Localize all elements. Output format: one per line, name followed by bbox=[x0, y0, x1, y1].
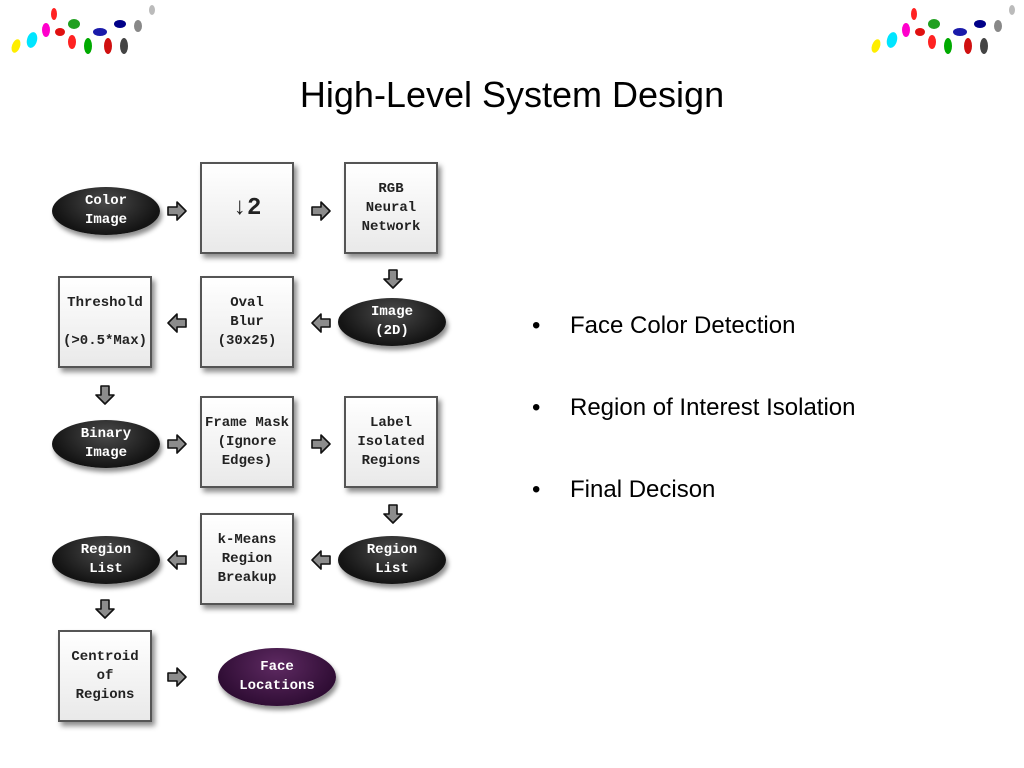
node-kmeans-region-breakup: k-Means Region Breakup bbox=[200, 513, 294, 605]
arrow-left-icon bbox=[167, 550, 187, 570]
node-region-list-left: Region List bbox=[52, 536, 160, 584]
arrow-left-icon bbox=[167, 313, 187, 333]
arrow-left-icon bbox=[311, 313, 331, 333]
node-face-locations: Face Locations bbox=[218, 648, 336, 706]
footprints-logo-right bbox=[871, 5, 1015, 54]
arrow-down-icon bbox=[95, 385, 115, 405]
node-downsample: ↓2 bbox=[200, 162, 294, 254]
node-color-image: Color Image bbox=[52, 187, 160, 235]
arrow-right-icon bbox=[311, 434, 331, 454]
arrow-right-icon bbox=[167, 201, 187, 221]
node-binary-image: Binary Image bbox=[52, 420, 160, 468]
node-region-list-right: Region List bbox=[338, 536, 446, 584]
slide-title: High-Level System Design bbox=[299, 74, 725, 115]
bullet-list: Face Color Detection Region of Interest … bbox=[532, 312, 856, 558]
arrow-right-icon bbox=[167, 667, 187, 687]
node-oval-blur: Oval Blur (30x25) bbox=[200, 276, 294, 368]
arrow-down-icon bbox=[95, 599, 115, 619]
arrow-right-icon bbox=[311, 201, 331, 221]
arrow-right-icon bbox=[167, 434, 187, 454]
footprints-logo-left bbox=[11, 5, 155, 54]
arrow-down-icon bbox=[383, 504, 403, 524]
node-centroid-of-regions: Centroid of Regions bbox=[58, 630, 152, 722]
bullet-item: Final Decison bbox=[532, 476, 856, 558]
bullet-item: Region of Interest Isolation bbox=[532, 394, 856, 476]
bullet-item: Face Color Detection bbox=[532, 312, 856, 394]
node-label-isolated-regions: Label Isolated Regions bbox=[344, 396, 438, 488]
node-image-2d: Image (2D) bbox=[338, 298, 446, 346]
node-threshold: Threshold (>0.5*Max) bbox=[58, 276, 152, 368]
arrow-left-icon bbox=[311, 550, 331, 570]
arrow-down-icon bbox=[383, 269, 403, 289]
node-frame-mask: Frame Mask (Ignore Edges) bbox=[200, 396, 294, 488]
node-rgb-neural-network: RGB Neural Network bbox=[344, 162, 438, 254]
